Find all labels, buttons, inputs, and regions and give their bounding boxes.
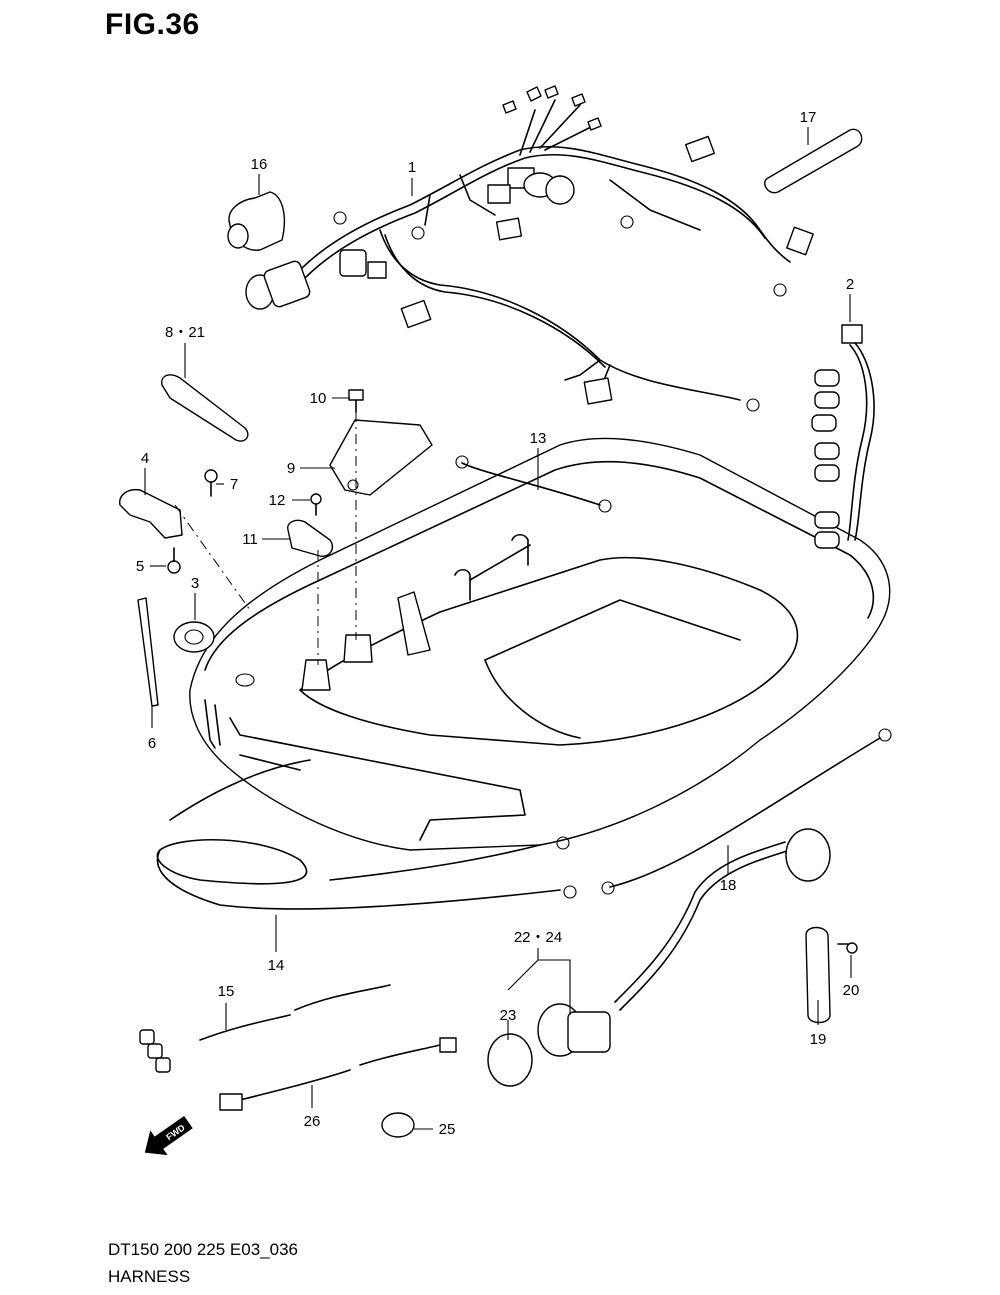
grommet-25: [381, 1112, 415, 1138]
cap-16: [227, 191, 286, 251]
callout-8-21: 8・21: [165, 324, 205, 341]
clip-4: [119, 488, 183, 539]
screw-12: [310, 493, 322, 516]
callout-10: 10: [310, 390, 327, 407]
bottom-cowling: [189, 437, 891, 851]
callout-23: 23: [500, 1007, 517, 1024]
figure-caption: HARNESS: [108, 1267, 191, 1286]
switch-22-24: [487, 828, 831, 1087]
callout-16: 16: [251, 156, 268, 173]
callout-11: 11: [242, 531, 258, 548]
main-wiring-harness: [245, 85, 814, 412]
clamp-8-21: [161, 374, 249, 442]
callout-15: 15: [218, 983, 235, 1000]
callout-17: 17: [800, 109, 817, 126]
cap-11: [287, 519, 334, 557]
callout-22-24: 22・24: [514, 929, 562, 946]
callout-13: 13: [530, 430, 547, 447]
band-6: [137, 597, 159, 707]
callout-14: 14: [268, 957, 285, 974]
callout-6: 6: [148, 735, 156, 752]
callout-2: 2: [846, 276, 854, 293]
bolt-7: [204, 469, 218, 497]
callout-25: 25: [439, 1121, 456, 1138]
grommet-3: [173, 621, 215, 653]
forward-arrow-icon: FWD: [144, 1115, 193, 1156]
figure-title: FIG.36: [105, 8, 200, 41]
clamp-19: [805, 926, 831, 1024]
callout-7: 7: [230, 476, 238, 493]
leader-lines: [144, 127, 852, 1130]
callout-4: 4: [141, 450, 149, 467]
lead-13: [455, 455, 612, 513]
bolt-5: [167, 547, 181, 574]
holder-9: [329, 419, 433, 496]
bolt-10: [348, 389, 364, 413]
bolt-20: [837, 942, 858, 954]
callout-9: 9: [287, 460, 295, 477]
callout-12: 12: [269, 492, 286, 509]
callout-26: 26: [304, 1113, 321, 1130]
lead-18: [601, 728, 892, 895]
sleeve-17: [764, 128, 863, 194]
callout-3: 3: [191, 575, 199, 592]
model-line: DT150 200 225 E03_036: [108, 1240, 298, 1259]
harness-26: [219, 1037, 457, 1111]
callout-18: 18: [720, 877, 737, 894]
harness-15: [139, 984, 391, 1073]
callout-20: 20: [843, 982, 860, 999]
callout-1: 1: [408, 159, 416, 176]
sub-harness-2: [811, 324, 875, 549]
callout-19: 19: [810, 1031, 827, 1048]
lead-14: [156, 759, 577, 910]
callout-5: 5: [136, 558, 144, 575]
